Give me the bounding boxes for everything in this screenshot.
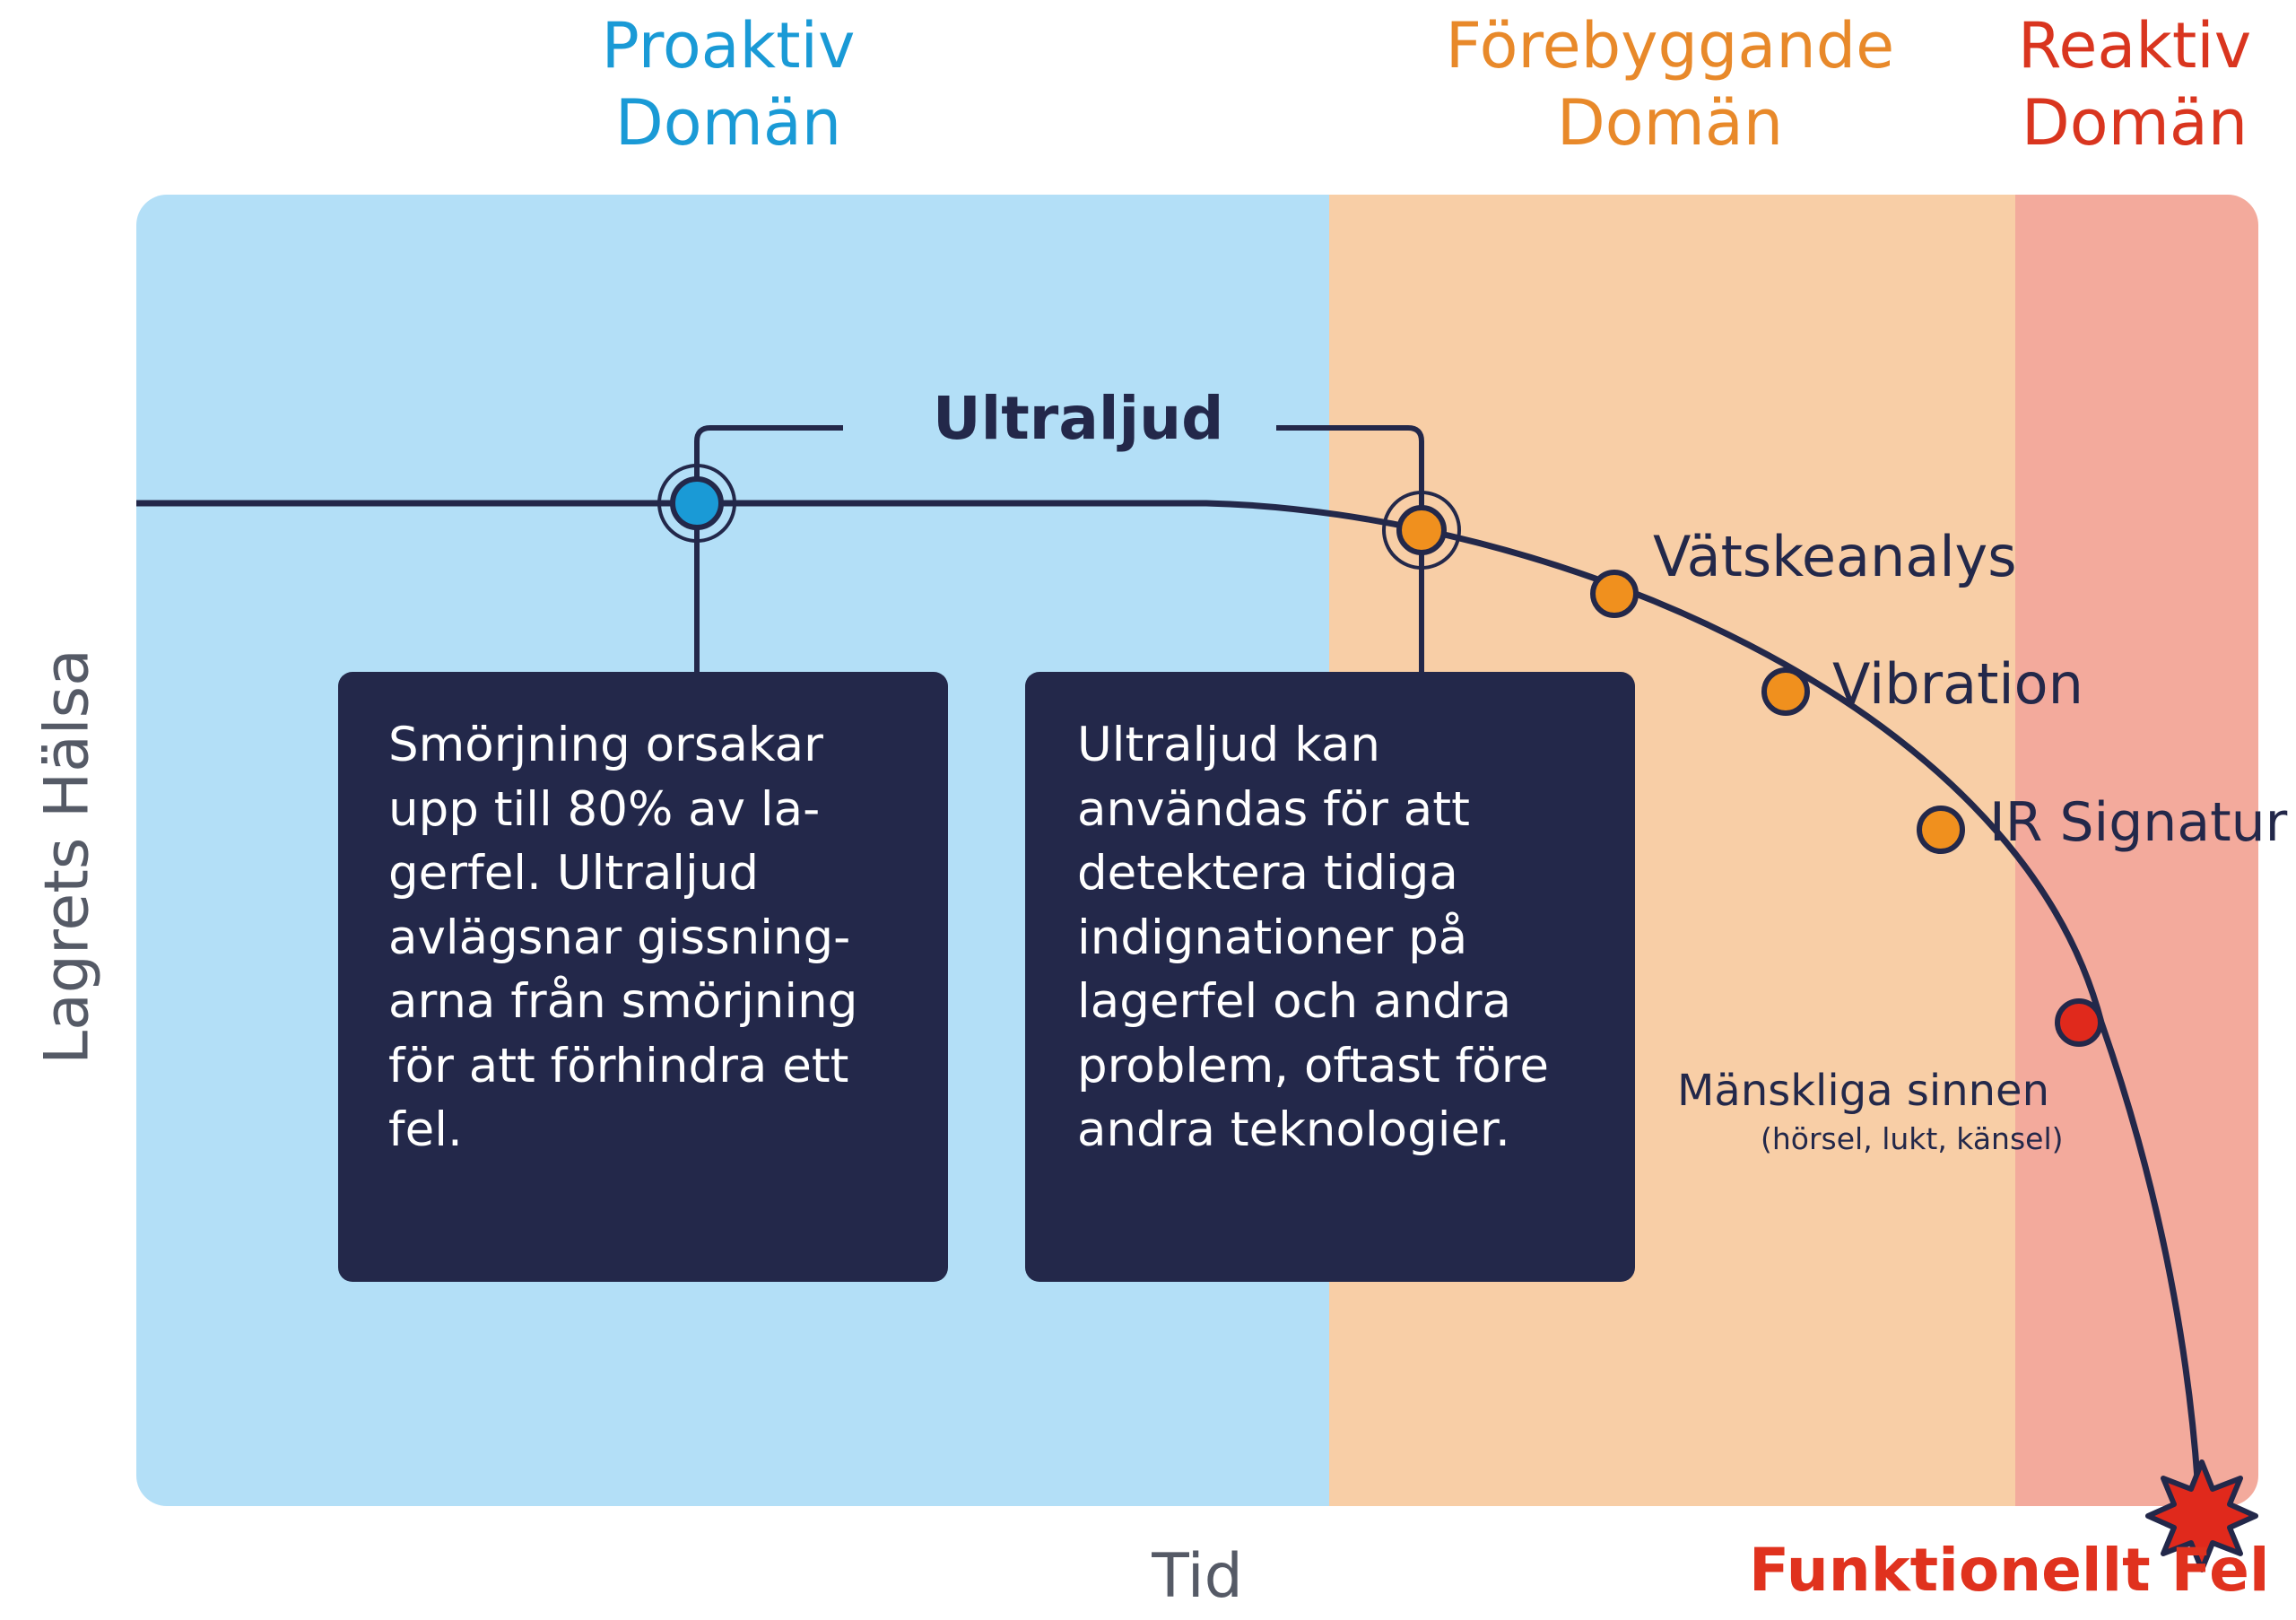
preventive-ultrasound-marker — [1382, 491, 1461, 570]
info-line: indignationer på — [1077, 910, 1468, 965]
info-line: gerfel. Ultraljud — [388, 846, 759, 901]
y-axis-label: Lagrets Hälsa — [31, 649, 103, 1065]
explosion-star-icon — [2145, 1459, 2258, 1572]
ultrasound-connector-left — [694, 425, 843, 672]
info-line: Ultraljud kan — [1077, 718, 1380, 772]
info-line: Smörjning orsakar — [388, 718, 823, 772]
ultrasound-connector-right — [1276, 425, 1424, 672]
info-line: lagerfel och andra — [1077, 974, 1512, 1029]
domain-preventive-line2: Domän — [1556, 86, 1784, 160]
info-line: avlägsnar gissning- — [388, 910, 851, 965]
domain-preventive-line1: Förebyggande — [1445, 9, 1895, 83]
label-ir-signature: IR Signatur — [1989, 791, 2288, 854]
info-box-early-detection: Ultraljud kan användas för att detektera… — [1025, 672, 1635, 1282]
label-human-senses-detail: (hörsel, lukt, känsel) — [1761, 1121, 2064, 1156]
human-senses-marker — [2055, 998, 2103, 1047]
x-axis-label: Tid — [1152, 1541, 1243, 1612]
domain-proactive-line1: Proaktiv — [601, 9, 856, 83]
domain-reactive-line2: Domän — [2021, 86, 2248, 160]
info-line: fel. — [388, 1102, 463, 1157]
fluid-analysis-marker — [1590, 570, 1639, 618]
zone-reactive — [2015, 195, 2258, 1506]
ir-signature-marker — [1917, 806, 1965, 854]
info-line: detektera tidiga — [1077, 846, 1458, 901]
info-box-lubrication: Smörjning orsakar upp till 80% av la- ge… — [338, 672, 948, 1282]
domain-proactive-line2: Domän — [614, 86, 842, 160]
proactive-marker — [657, 464, 736, 543]
info-line: problem, oftast före — [1077, 1038, 1549, 1093]
domain-label-proactive: Proaktiv Domän — [459, 7, 997, 161]
label-human-senses: Mänskliga sinnen — [1677, 1066, 2050, 1116]
domain-label-reactive: Reaktiv Domän — [1866, 7, 2296, 161]
domain-label-preventive: Förebyggande Domän — [1401, 7, 1939, 161]
ultrasound-heading: Ultraljud — [933, 384, 1224, 453]
domain-reactive-line1: Reaktiv — [2017, 9, 2252, 83]
label-fluid-analysis: Vätskeanalys — [1653, 524, 2017, 589]
info-line: för att förhindra ett — [388, 1038, 849, 1093]
info-line: andra teknologier. — [1077, 1102, 1510, 1157]
info-line: arna från smörjning — [388, 974, 858, 1029]
label-vibration: Vibration — [1832, 651, 2083, 717]
info-line: användas för att — [1077, 781, 1470, 837]
health-curve — [136, 500, 2203, 1508]
functional-failure-label: Funktionellt Fel — [1749, 1536, 2270, 1605]
vibration-marker — [1761, 667, 1810, 716]
info-line: upp till 80% av la- — [388, 781, 821, 837]
